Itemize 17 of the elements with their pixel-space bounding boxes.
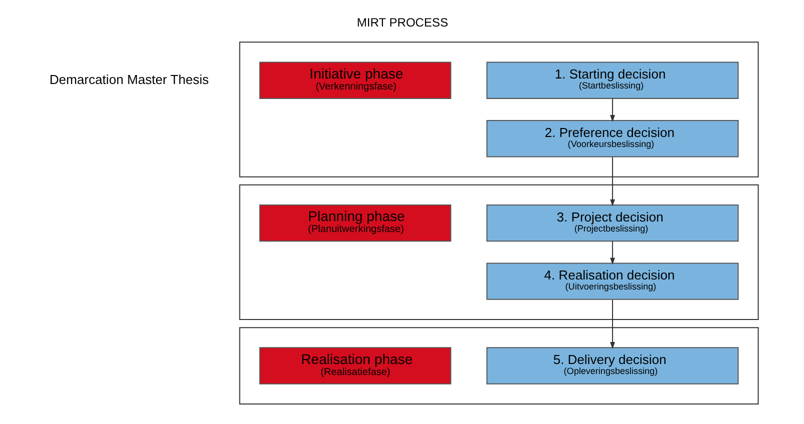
arrow — [610, 299, 614, 349]
node-box: 4. Realisation decision (Uitvoeringsbeslissing) — [486, 262, 738, 300]
node-box: 1. Starting decision (Startbeslissing) — [486, 61, 738, 98]
node-box: Realisation phase (Realisatiefase) — [258, 346, 451, 384]
arrow — [610, 98, 614, 122]
arrow — [610, 156, 614, 206]
cluster — [238, 184, 758, 320]
node-box: 5. Delivery decision (Opleveringsbeslissing) — [486, 346, 738, 384]
node-box: 2. Preference decision (Voorkeursbeslissing) — [486, 120, 738, 157]
cluster — [238, 41, 758, 177]
node-box: 3. Project decision (Projectbeslissing) — [486, 204, 738, 242]
node-box: Planning phase (Planuitwerkingsfase) — [258, 204, 451, 242]
diagram-title: MIRT PROCESS — [356, 15, 448, 30]
arrow — [610, 240, 614, 264]
node-box: Initiative phase (Verkenningsfase) — [258, 61, 451, 98]
label: Demarcation Master Thesis — [49, 71, 208, 86]
cluster — [238, 326, 758, 404]
